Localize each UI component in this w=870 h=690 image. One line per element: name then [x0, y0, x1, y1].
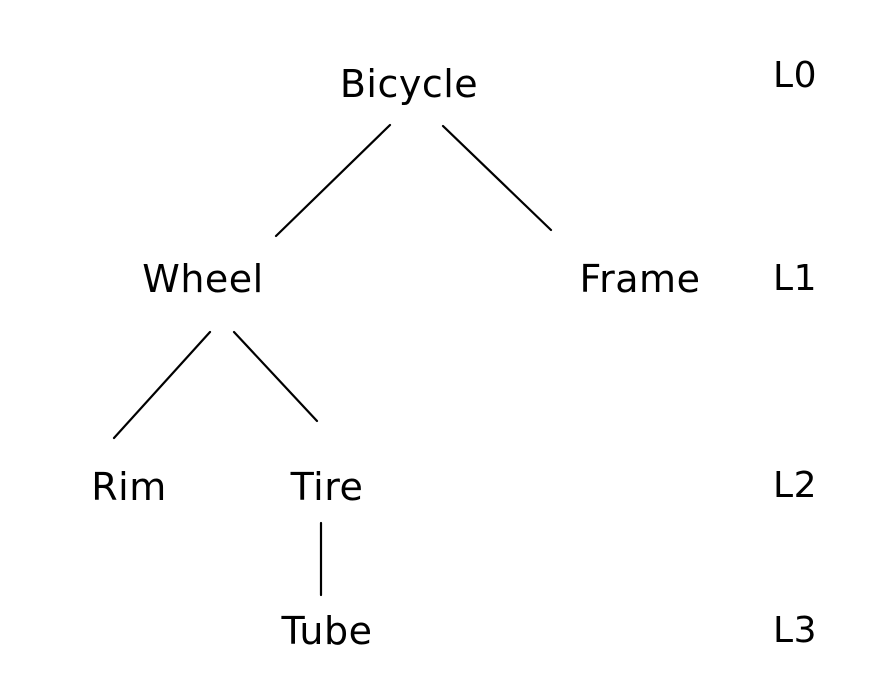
node-rim[interactable]: Rim [91, 465, 167, 509]
node-bicycle[interactable]: Bicycle [339, 62, 479, 106]
level-label-l2: L2 [773, 465, 817, 506]
level-label-l3: L3 [773, 610, 817, 651]
node-wheel[interactable]: Wheel [142, 257, 264, 301]
node-frame[interactable]: Frame [579, 257, 701, 301]
edge-bicycle-to-wheel [274, 123, 392, 238]
level-label-l1: L1 [773, 258, 817, 299]
edge-wheel-to-tire [232, 330, 319, 423]
level-label-l0: L0 [773, 55, 817, 96]
node-tube[interactable]: Tube [281, 609, 373, 653]
edge-wheel-to-rim [112, 330, 212, 440]
node-tire[interactable]: Tire [290, 465, 364, 509]
edge-bicycle-to-frame [441, 124, 553, 232]
